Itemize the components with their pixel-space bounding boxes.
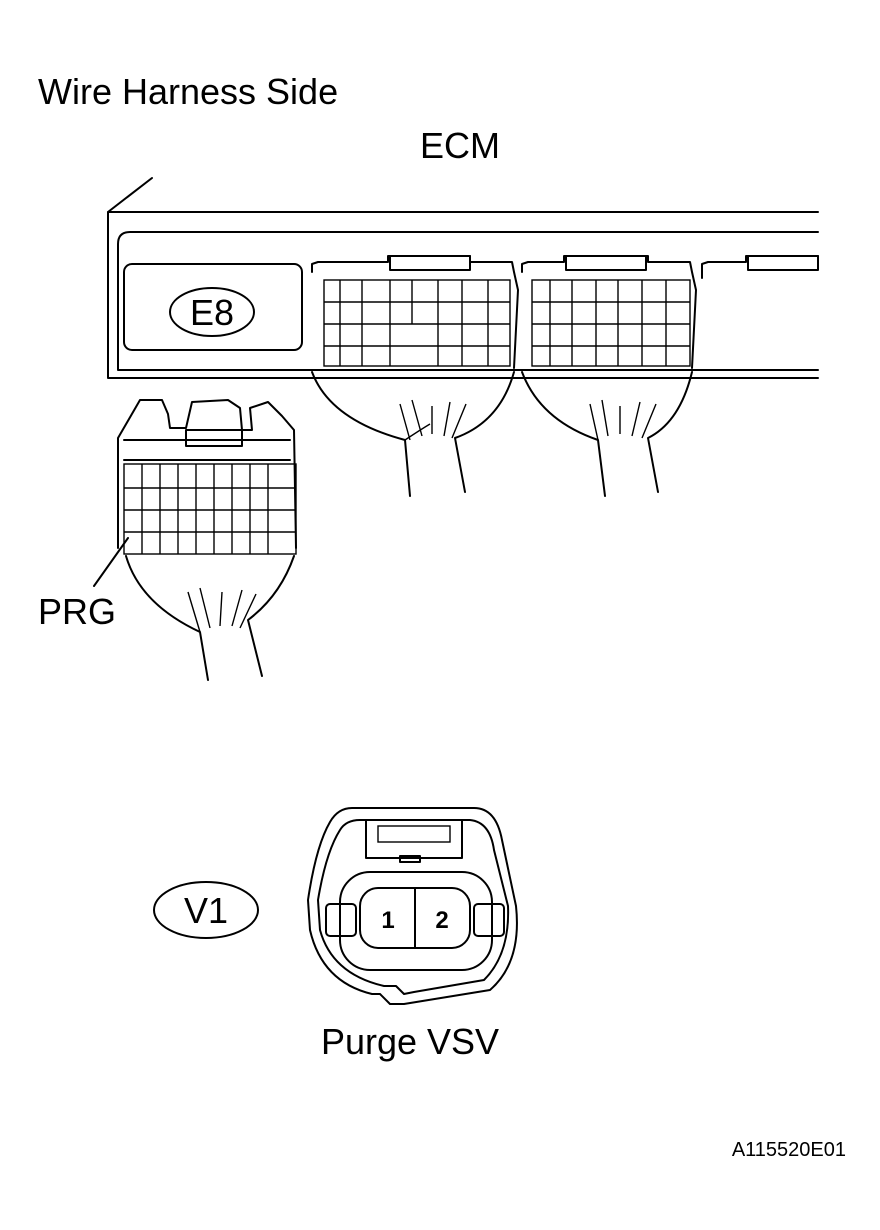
purge-vsv-connector: 1 2 <box>307 807 518 1005</box>
ecm-connector-id-label: E8 <box>190 292 234 333</box>
prg-leader-line <box>93 537 129 587</box>
ecm-connector-3 <box>701 255 819 279</box>
prg-harness-connector <box>117 399 297 681</box>
ecm-connector-2 <box>521 255 697 497</box>
diagram-title: Wire Harness Side <box>38 71 338 112</box>
prg-label: PRG <box>38 591 116 632</box>
ecm-body <box>107 177 819 379</box>
ecm-connector-1 <box>311 255 519 497</box>
purge-vsv-label: Purge VSV <box>321 1021 499 1062</box>
vsv-pin-2: 2 <box>435 907 448 934</box>
vsv-connector-id: V1 <box>153 881 259 939</box>
vsv-connector-id-label: V1 <box>184 890 228 931</box>
ecm-label: ECM <box>420 125 500 166</box>
figure-id: A115520E01 <box>732 1139 846 1161</box>
vsv-pin-1: 1 <box>381 907 394 934</box>
ecm-connector-id: E8 <box>169 287 255 337</box>
